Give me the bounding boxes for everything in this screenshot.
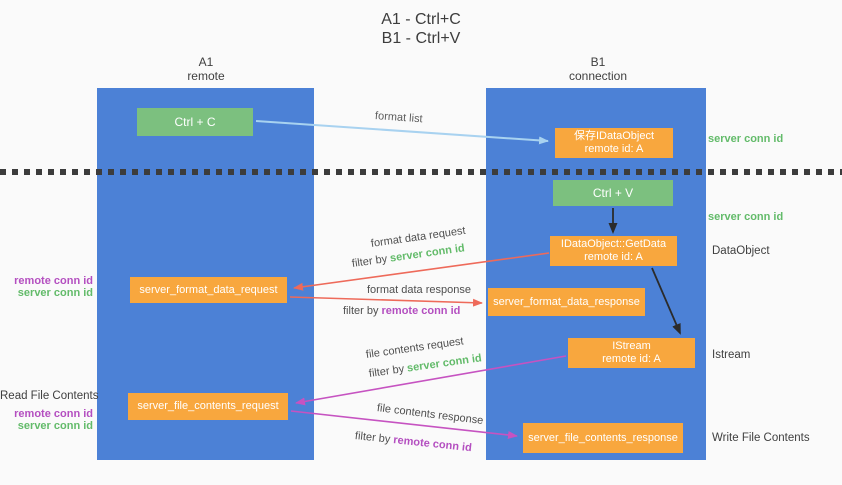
filter-by-text: filter by (343, 305, 382, 317)
istream-line2: remote id: A (602, 353, 661, 365)
left-label-group-format: remote conn id server conn id (0, 275, 93, 299)
diagram-title: A1 - Ctrl+C B1 - Ctrl+V (0, 10, 842, 48)
istream-side-label: Istream (712, 349, 751, 361)
left-label-group-file: Read File Contents remote conn id server… (0, 390, 99, 432)
getdata-box: IDataObject::GetData remote id: A (550, 236, 677, 266)
write-file-contents-label: Write File Contents (712, 432, 810, 444)
phase-separator-dotted-line (0, 169, 842, 175)
getdata-line2: remote id: A (584, 251, 643, 263)
server-conn-id-right-1: server conn id (708, 133, 784, 145)
server-file-contents-request-box: server_file_contents_request (128, 393, 288, 420)
file-contents-response-label: file contents response (376, 402, 484, 427)
filter-by-text: filter by (351, 252, 391, 270)
ctrl-v-label: Ctrl + V (592, 185, 634, 200)
lifeline-a-name: A1 (198, 55, 214, 69)
server-conn-id-text: server conn id (406, 352, 483, 375)
read-file-contents-label: Read File Contents (0, 390, 99, 402)
ctrl-c-label: Ctrl + C (174, 114, 216, 129)
server-file-contents-response-box: server_file_contents_response (523, 423, 683, 453)
server-file-contents-request-label: server_file_contents_request (137, 400, 279, 412)
filter-by-server-conn-id-label-1: filter by server conn id (351, 242, 465, 270)
istream-line1: IStream (612, 340, 651, 352)
filter-by-text: filter by (368, 362, 408, 380)
remote-conn-id-text: remote conn id (392, 434, 473, 455)
save-dataobject-box: 保存IDataObject remote id: A (555, 128, 673, 158)
remote-conn-id-text: remote conn id (381, 305, 461, 317)
lifeline-b-role: connection (568, 69, 628, 83)
ctrl-v-box: Ctrl + V (553, 180, 673, 206)
server-format-data-request-box: server_format_data_request (130, 277, 287, 303)
server-file-contents-response-label: server_file_contents_response (528, 431, 678, 444)
getdata-line1: IDataObject::GetData (560, 238, 667, 250)
save-dataobject-line1: 保存IDataObject (573, 130, 655, 142)
ctrl-c-box: Ctrl + C (137, 108, 253, 136)
lifeline-a-role: remote (187, 69, 225, 83)
save-dataobject-line2: remote id: A (584, 143, 644, 155)
server-format-data-request-label: server_format_data_request (139, 283, 278, 296)
lifeline-a-header: A1 remote (126, 55, 286, 83)
format-data-response-label: format data response (367, 284, 471, 296)
filter-by-text: filter by (354, 430, 394, 446)
server-conn-id-left-1: server conn id (17, 287, 93, 299)
filter-by-remote-conn-id-label-2: filter by remote conn id (354, 430, 472, 454)
title-line-1: A1 - Ctrl+C (381, 11, 461, 28)
istream-box: IStream remote id: A (568, 338, 695, 368)
lifeline-b-name: B1 (590, 55, 606, 69)
lifeline-b-header: B1 connection (518, 55, 678, 83)
dataobject-label: DataObject (712, 245, 770, 257)
server-conn-id-left-2: server conn id (17, 420, 93, 432)
server-format-data-response-label: server_format_data_response (493, 295, 640, 308)
remote-conn-id-left-2: remote conn id (14, 408, 93, 420)
server-conn-id-right-2: server conn id (708, 211, 784, 223)
filter-by-remote-conn-id-label-1: filter by remote conn id (343, 305, 460, 317)
format-data-response-arrow (289, 296, 483, 307)
format-list-label: format list (374, 110, 423, 126)
title-line-2: B1 - Ctrl+V (381, 30, 461, 47)
remote-conn-id-left-1: remote conn id (14, 275, 93, 287)
server-format-data-response-box: server_format_data_response (488, 288, 645, 316)
